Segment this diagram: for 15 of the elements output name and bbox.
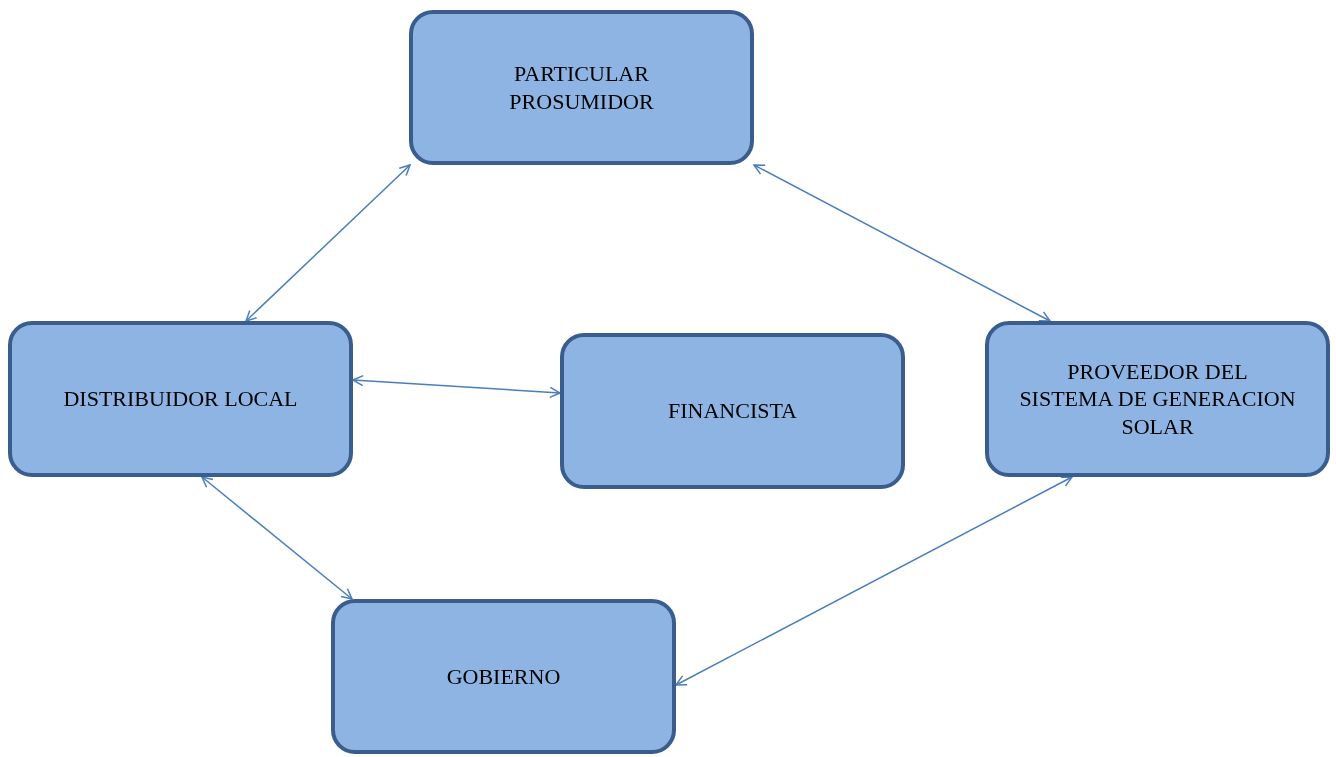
double-arrow [753, 164, 1051, 322]
box-label: PROVEEDOR DEL SISTEMA DE GENERACION SOLAR [1019, 357, 1296, 441]
process-box [409, 10, 754, 165]
double-arrow [352, 374, 561, 399]
box-label: PARTICULAR PROSUMIDOR [508, 60, 655, 115]
box-label: DISTRIBUIDOR LOCAL [63, 385, 298, 413]
double-arrow [201, 476, 353, 600]
process-box [985, 321, 1330, 477]
process-box [8, 321, 353, 477]
process-box [331, 599, 676, 754]
process-box [560, 333, 905, 489]
box-label: FINANCISTA [668, 397, 797, 425]
box-label: GOBIERNO [446, 662, 561, 691]
double-arrow [675, 476, 1073, 686]
double-arrow [245, 164, 411, 322]
